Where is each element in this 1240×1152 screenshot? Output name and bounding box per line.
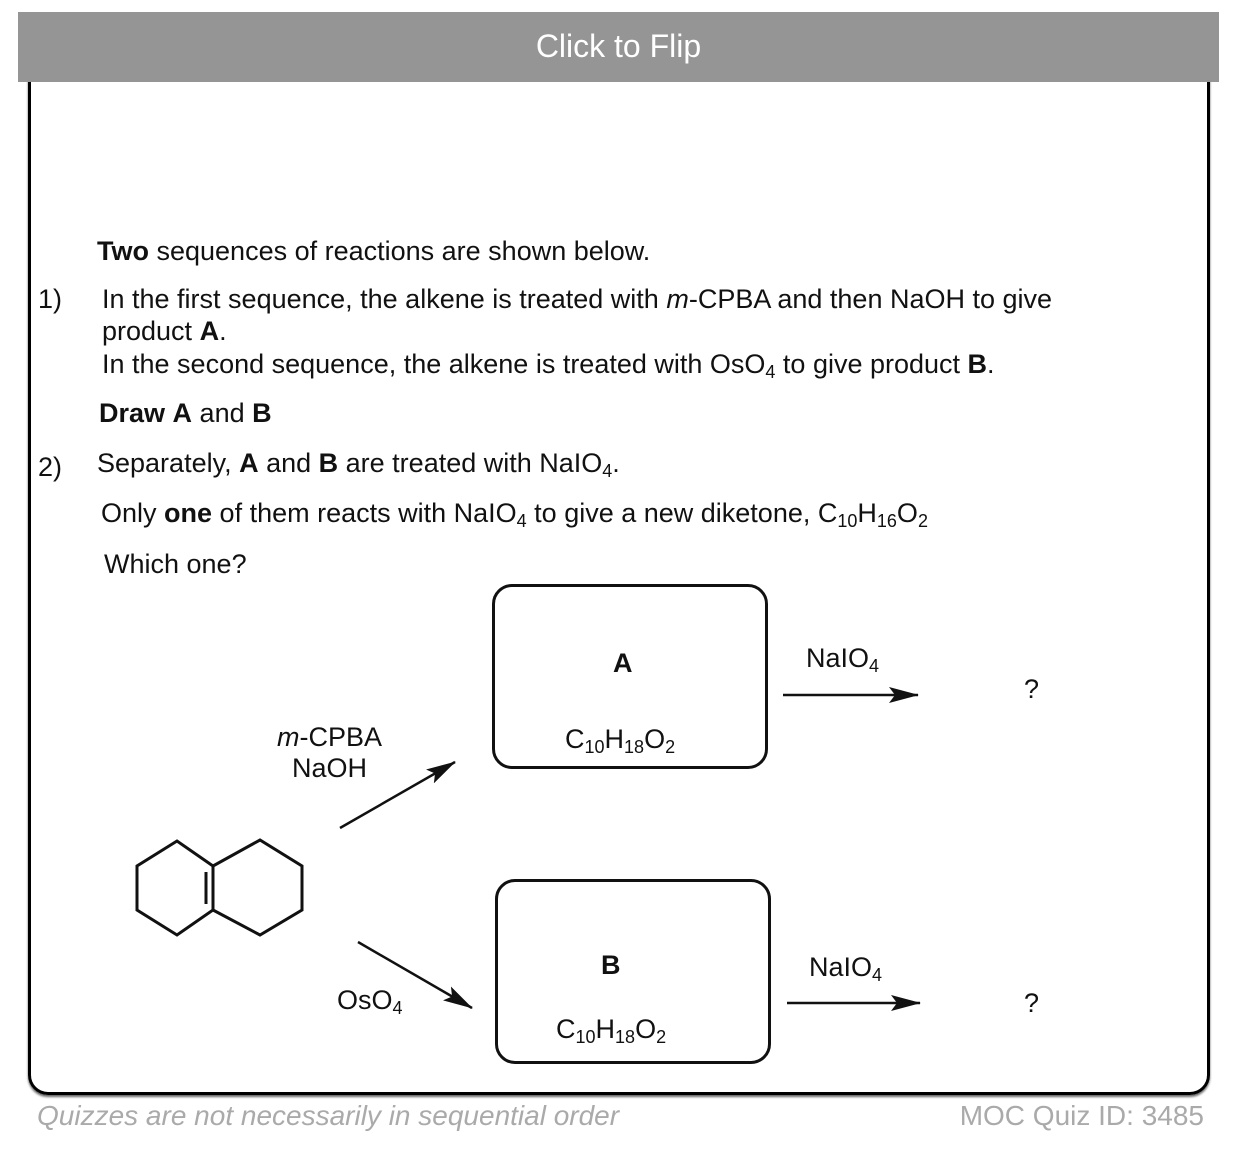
reagent-naio4-a: NaIO4 [806, 643, 880, 676]
label-a: A [613, 648, 633, 678]
draw-instruction: Draw A and B [99, 398, 272, 428]
quiz-id: MOC Quiz ID: 3485 [959, 1100, 1204, 1131]
footer-disclaimer: Quizzes are not necessarily in sequentia… [37, 1100, 620, 1131]
sequence-2-text: In the second sequence, the alkene is tr… [102, 349, 995, 382]
octalin-molecule [135, 838, 304, 937]
label-b: B [601, 950, 621, 980]
unknown-product-b: ? [1024, 988, 1040, 1018]
sequence-1-text: In the first sequence, the alkene is tre… [102, 284, 1053, 314]
product-b-box [495, 879, 771, 1064]
sequence-1-product: product A. [102, 316, 227, 346]
arrow-to-b [357, 940, 473, 1010]
flip-label: Click to Flip [535, 28, 702, 64]
item-number-1: 1) [38, 284, 63, 314]
item-number-2: 2) [38, 452, 63, 482]
unknown-product-a: ? [1024, 674, 1040, 704]
arrow-to-a [339, 760, 456, 830]
product-a-box [492, 584, 768, 769]
click-to-flip-button[interactable]: Click to Flip [18, 12, 1219, 82]
separately-text: Separately, A and B are treated with NaI… [97, 448, 620, 481]
reagent-naoh: NaOH [292, 753, 368, 783]
formula-a: C10H18O2 [565, 724, 676, 757]
intro-text: Two sequences of reactions are shown bel… [97, 236, 651, 266]
reagent-mcpba: m-CPBA [277, 722, 383, 752]
which-one-text: Which one? [104, 549, 247, 579]
reagent-naio4-b: NaIO4 [809, 952, 883, 985]
formula-b: C10H18O2 [556, 1014, 667, 1047]
diketone-text: Only one of them reacts with NaIO4 to gi… [101, 498, 928, 531]
reagent-oso4: OsO4 [337, 985, 403, 1018]
